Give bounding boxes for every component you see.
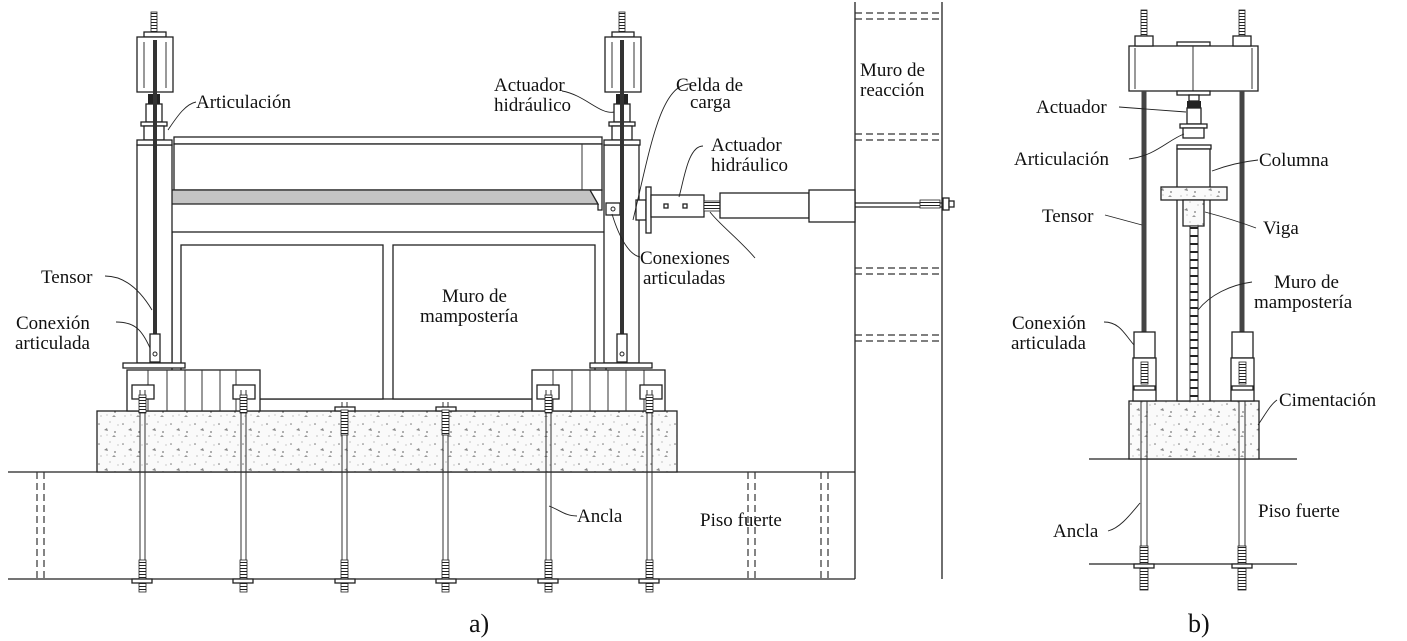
top-steel-beam [170, 136, 603, 211]
top-reaction-beam-b [1128, 9, 1259, 96]
horizontal-actuator [635, 186, 955, 234]
label-piso-fuerte: Piso fuerte [700, 510, 782, 531]
caption-a: a) [469, 609, 489, 638]
label-actuador-hidraulico-vertical-1: Actuador [494, 75, 565, 96]
anchor [131, 390, 153, 593]
anchor [638, 390, 660, 593]
label-muro-de-mamposteria-b-2: mampostería [1254, 292, 1353, 313]
anchor [334, 402, 356, 593]
label-muro-de-reaccion-2: reacción [860, 80, 925, 101]
label-conexion-articulada-b-1: Conexión [1012, 313, 1086, 334]
label-muro-de-mamposteria-1: Muro de [442, 286, 507, 307]
leader-lines-a [104, 83, 756, 517]
label-muro-de-mamposteria-b-1: Muro de [1274, 272, 1339, 293]
label-columna-b: Columna [1259, 150, 1329, 171]
hinge-connection-right-b [1230, 331, 1255, 402]
hinge-connection-left-b [1132, 331, 1157, 402]
label-actuador-hidraulico-vertical-2: hidráulico [494, 95, 571, 116]
anchor [232, 390, 254, 593]
label-conexion-articulada-b-2: articulada [1011, 333, 1086, 354]
left-vertical-actuator [136, 11, 174, 363]
label-muro-de-mamposteria-2: mampostería [420, 306, 519, 327]
label-conexiones-articuladas-1: Conexiones [640, 248, 730, 269]
label-celda-de-carga-1: Celda de [676, 75, 743, 96]
label-actuador-hidraulico-horizontal-2: hidráulico [711, 155, 788, 176]
label-tensor: Tensor [41, 267, 93, 288]
label-celda-de-carga-2: carga [690, 92, 731, 113]
label-conexion-articulada-1: Conexión [16, 313, 90, 334]
label-actuador-hidraulico-horizontal-1: Actuador [711, 135, 782, 156]
foundation-b [1128, 400, 1260, 460]
masonry-wall-b [1189, 225, 1199, 402]
label-ancla-b: Ancla [1053, 521, 1099, 542]
label-piso-fuerte-b: Piso fuerte [1258, 501, 1340, 522]
leader-lines-b [1103, 106, 1278, 532]
caption-b: b) [1188, 609, 1210, 638]
label-ancla: Ancla [577, 506, 623, 527]
label-articulacion: Articulación [196, 92, 291, 113]
right-vertical-actuator [603, 11, 642, 363]
label-actuador-b: Actuador [1036, 97, 1107, 118]
label-muro-de-reaccion-1: Muro de [860, 60, 925, 81]
label-conexion-articulada-2: articulada [15, 333, 90, 354]
label-tensor-b: Tensor [1042, 206, 1094, 227]
anchors [131, 390, 660, 593]
foundation-slab [96, 410, 678, 473]
masonry-wall-specimen [171, 231, 607, 400]
anchor-left-b [1133, 401, 1155, 591]
label-articulacion-b: Articulación [1014, 149, 1109, 170]
panel-a: Articulación Actuador hidráulico Celda d… [8, 2, 955, 638]
anchor-right-b [1231, 401, 1253, 591]
label-cimentacion-b: Cimentación [1279, 390, 1377, 411]
reaction-wall [854, 2, 943, 579]
beam-b [1160, 186, 1228, 201]
label-conexiones-articuladas-2: articuladas [643, 268, 725, 289]
anchor [537, 390, 559, 593]
anchor [435, 402, 457, 593]
label-viga-b: Viga [1263, 218, 1299, 239]
panel-b: Actuador Articulación Columna Tensor Vig… [1011, 9, 1377, 638]
